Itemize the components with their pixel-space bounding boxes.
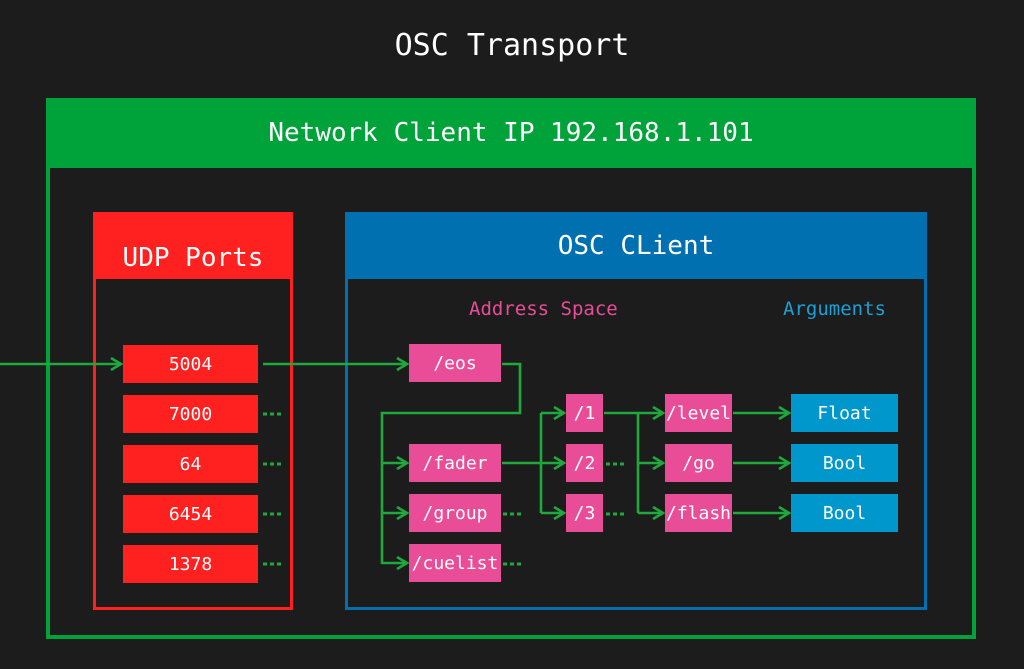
udp-ports-header: UDP Ports [93, 212, 293, 279]
address-node-1: /1 [566, 394, 603, 432]
arguments-label: Arguments [783, 298, 886, 320]
udp-port-box: 5004 [123, 345, 258, 383]
address-node-fader: /fader [409, 444, 501, 482]
udp-port-box: 6454 [123, 495, 258, 533]
udp-port-box: 64 [123, 445, 258, 483]
address-node-3: /3 [566, 494, 603, 532]
address-node-2: /2 [566, 444, 603, 482]
udp-ports-label: UDP Ports [122, 243, 264, 273]
argument-type-bool: Bool [791, 494, 898, 532]
udp-port-box: 1378 [123, 545, 258, 583]
address-node-cuelist: /cuelist [409, 544, 501, 582]
address-node-group: /group [409, 494, 501, 532]
address-node-level: /level [665, 394, 732, 432]
osc-client-label: OSC CLient [557, 230, 715, 261]
argument-type-bool: Bool [791, 444, 898, 482]
network-client-label: Network Client IP 192.168.1.101 [268, 118, 754, 148]
address-node-eos: /eos [409, 344, 501, 382]
address-space-label: Address Space [469, 298, 618, 320]
diagram-title: OSC Transport [394, 28, 630, 63]
udp-port-box: 7000 [123, 395, 258, 433]
address-node-go: /go [665, 444, 732, 482]
argument-type-float: Float [791, 394, 898, 432]
address-node-flash: /flash [665, 494, 732, 532]
osc-client-header: OSC CLient [345, 212, 927, 279]
network-client-header: Network Client IP 192.168.1.101 [46, 98, 976, 168]
